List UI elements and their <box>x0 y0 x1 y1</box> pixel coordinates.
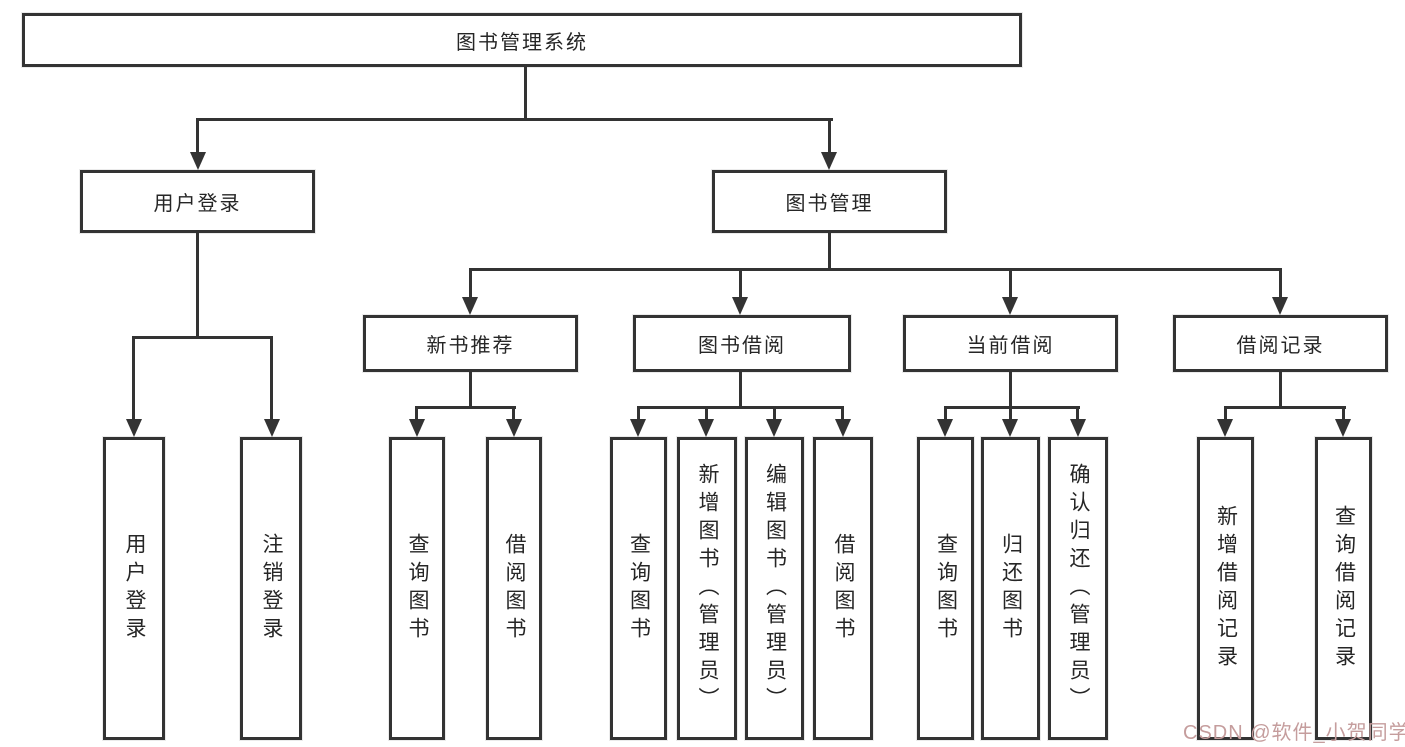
leaf-logout: 注销登录 <box>240 437 302 740</box>
connector-line <box>1224 406 1346 409</box>
arrow-down-icon <box>126 419 142 437</box>
arrow-down-icon <box>1335 419 1351 437</box>
connector-line <box>828 118 831 154</box>
connector-line <box>196 118 833 121</box>
arrow-down-icon <box>1070 419 1086 437</box>
connector-line <box>469 268 472 299</box>
connector-line <box>739 372 742 408</box>
arrow-down-icon <box>190 152 206 170</box>
connector-line <box>469 372 472 408</box>
arrow-down-icon <box>1002 419 1018 437</box>
leaf-current-query-books: 查询图书 <box>917 437 974 740</box>
arrow-down-icon <box>409 419 425 437</box>
node-borrow-records: 借阅记录 <box>1173 315 1388 372</box>
connector-line <box>1279 372 1282 408</box>
node-new-book-recommend: 新书推荐 <box>363 315 578 372</box>
leaf-borrow-add-book-admin: 新增图书（管理员） <box>677 437 737 740</box>
connector-line <box>270 336 273 421</box>
connector-line <box>828 233 831 270</box>
connector-line <box>512 406 515 421</box>
connector-line <box>132 336 273 339</box>
arrow-down-icon <box>766 419 782 437</box>
arrow-down-icon <box>937 419 953 437</box>
connector-line <box>1009 406 1012 421</box>
leaf-current-return-books: 归还图书 <box>981 437 1040 740</box>
connector-line <box>705 406 708 421</box>
arrow-down-icon <box>732 297 748 315</box>
watermark: CSDN @软件_小贺同学 <box>1183 722 1405 744</box>
leaf-newbooks-query-books: 查询图书 <box>389 437 445 740</box>
arrow-down-icon <box>698 419 714 437</box>
connector-line <box>773 406 776 421</box>
connector-line <box>196 233 199 338</box>
connector-line <box>132 336 135 421</box>
arrow-down-icon <box>1272 297 1288 315</box>
arrow-down-icon <box>1217 419 1233 437</box>
arrow-down-icon <box>821 152 837 170</box>
connector-line <box>1076 406 1079 421</box>
connector-line <box>469 268 1281 271</box>
connector-line <box>841 406 844 421</box>
connector-line <box>739 268 742 299</box>
arrow-down-icon <box>1002 297 1018 315</box>
arrow-down-icon <box>462 297 478 315</box>
connector-line <box>637 406 640 421</box>
connector-line <box>1279 268 1282 299</box>
node-user-login: 用户登录 <box>80 170 315 233</box>
leaf-records-query-borrow-record: 查询借阅记录 <box>1315 437 1372 740</box>
leaf-borrow-query-books: 查询图书 <box>610 437 667 740</box>
connector-line <box>415 406 516 409</box>
node-book-borrow: 图书借阅 <box>633 315 851 372</box>
leaf-records-add-borrow-record: 新增借阅记录 <box>1197 437 1254 740</box>
arrow-down-icon <box>506 419 522 437</box>
connector-line <box>415 406 418 421</box>
node-current-borrow: 当前借阅 <box>903 315 1118 372</box>
leaf-borrow-borrow-books: 借阅图书 <box>813 437 873 740</box>
arrow-down-icon <box>630 419 646 437</box>
node-root: 图书管理系统 <box>22 13 1022 67</box>
connector-line <box>196 118 199 154</box>
leaf-borrow-edit-book-admin: 编辑图书（管理员） <box>745 437 804 740</box>
connector-line <box>944 406 1080 409</box>
leaf-current-confirm-return-admin: 确认归还（管理员） <box>1048 437 1108 740</box>
connector-line <box>1009 372 1012 408</box>
node-book-management: 图书管理 <box>712 170 947 233</box>
arrow-down-icon <box>835 419 851 437</box>
connector-line <box>637 406 844 409</box>
connector-line <box>944 406 947 421</box>
leaf-newbooks-borrow-books: 借阅图书 <box>486 437 542 740</box>
leaf-user-login: 用户登录 <box>103 437 165 740</box>
connector-line <box>1342 406 1345 421</box>
connector-line <box>1224 406 1227 421</box>
connector-line <box>524 65 527 120</box>
arrow-down-icon <box>264 419 280 437</box>
connector-line <box>1009 268 1012 299</box>
